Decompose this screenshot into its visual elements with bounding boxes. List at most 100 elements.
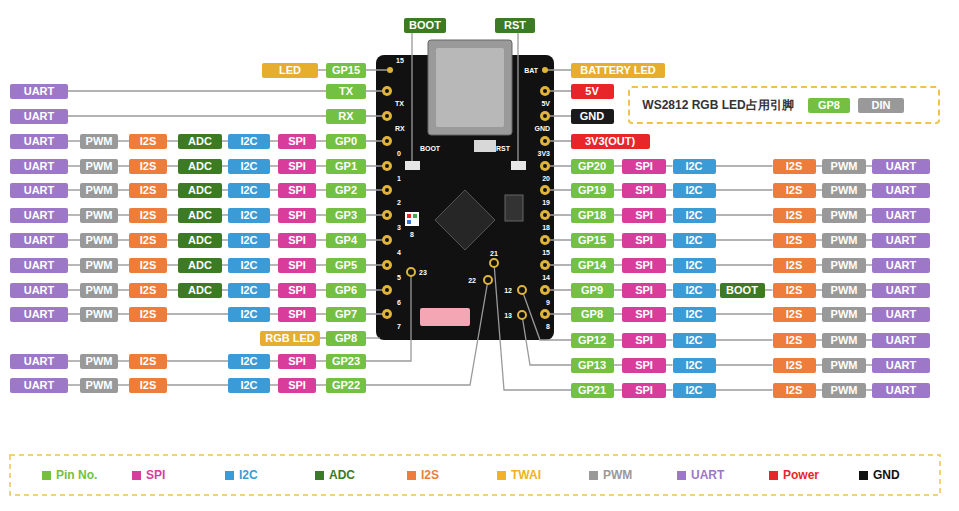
node-text: I2C — [685, 335, 702, 346]
node-text: BATTERY LED — [580, 65, 656, 76]
node-text: SPI — [635, 360, 653, 371]
uart-tag: UART — [10, 307, 68, 322]
i2s-tag: I2S — [129, 354, 167, 369]
signal-line — [316, 239, 326, 240]
pin-pad — [382, 161, 392, 171]
pin-number-tag: GP13 — [571, 358, 614, 373]
node-text: PWM — [86, 356, 113, 367]
node-text: UART — [886, 285, 917, 296]
pwm-tag: PWM — [80, 283, 118, 298]
node-text: SPI — [635, 235, 653, 246]
node-text: GP3 — [335, 210, 357, 221]
signal-line — [716, 389, 773, 390]
i2c-tag: I2C — [673, 283, 716, 298]
node-text: PWM — [831, 360, 858, 371]
node-text: SPI — [635, 260, 653, 271]
function-tag: ADC — [178, 159, 222, 174]
signal-line — [68, 264, 80, 265]
node-text: SPI — [288, 260, 306, 271]
pin-hole — [385, 238, 389, 242]
signal-line — [666, 165, 673, 166]
legend-item: Power — [769, 468, 819, 482]
node-text: GP22 — [332, 380, 360, 391]
signal-line — [167, 384, 228, 385]
node-text: GP8 — [818, 100, 840, 111]
node-text: PWM — [86, 210, 113, 221]
i2s-tag: I2S — [773, 283, 816, 298]
node-text: I2S — [140, 356, 157, 367]
node-text: GP15 — [578, 235, 606, 246]
signal-line — [68, 140, 80, 141]
pin-number-tag: GP12 — [571, 333, 614, 348]
spi-tag: SPI — [278, 159, 316, 174]
legend-item: GND — [859, 468, 900, 482]
legend-swatch — [769, 471, 778, 480]
i2c-tag: I2C — [228, 159, 270, 174]
signal-line — [270, 264, 278, 265]
signal-line — [270, 313, 278, 314]
node-text: SPI — [288, 185, 306, 196]
signal-line — [167, 165, 178, 166]
i2s-tag: I2S — [129, 378, 167, 393]
signal-line — [167, 189, 178, 190]
signal-line — [666, 239, 673, 240]
note-box: WS2812 RGB LED占用引脚GP8DIN — [628, 86, 939, 124]
signal-line — [666, 339, 673, 340]
pin-number-tag: GP14 — [571, 258, 614, 273]
pin-number-tag: GP4 — [326, 233, 366, 248]
node-text: PWM — [831, 385, 858, 396]
spi-tag: SPI — [622, 307, 666, 322]
node-text: GP4 — [335, 235, 357, 246]
signal-line — [68, 90, 326, 91]
spi-tag: SPI — [278, 208, 316, 223]
power-tag: 5V — [571, 84, 614, 99]
signal-line — [118, 264, 129, 265]
node-text: I2C — [240, 136, 257, 147]
regulator-chip — [505, 195, 523, 221]
signal-line — [666, 364, 673, 365]
silkscreen-label: 15 — [396, 57, 404, 64]
node-text: UART — [24, 185, 55, 196]
silkscreen-label: 5 — [397, 274, 401, 281]
pwm-tag: PWM — [80, 183, 118, 198]
signal-line — [118, 384, 129, 385]
node-text: ADC — [188, 136, 212, 147]
node-text: PWM — [86, 136, 113, 147]
node-text: UART — [886, 161, 917, 172]
rgb-led — [405, 212, 419, 226]
legend-text: Pin No. — [56, 469, 97, 481]
inner-pad — [490, 259, 498, 267]
signal-line — [270, 140, 278, 141]
silkscreen-label: 6 — [397, 299, 401, 306]
uart-tag: UART — [872, 233, 930, 248]
node-text: I2S — [140, 235, 157, 246]
node-text: BOOT — [726, 285, 758, 296]
signal-line — [318, 69, 326, 70]
node-text: UART — [886, 335, 917, 346]
node-text: GP1 — [335, 161, 357, 172]
signal-line — [614, 214, 623, 215]
signal-line — [167, 239, 178, 240]
signal-line — [68, 289, 80, 290]
node-text: I2C — [685, 309, 702, 320]
signal-line — [68, 165, 80, 166]
node-text: UART — [24, 111, 55, 122]
node-text: I2S — [140, 309, 157, 320]
node-text: UART — [886, 385, 917, 396]
signal-line — [716, 239, 773, 240]
node-text: ADC — [188, 161, 212, 172]
signal-line — [167, 360, 228, 361]
spi-tag: SPI — [278, 233, 316, 248]
i2s-tag: I2S — [129, 307, 167, 322]
node-text: SPI — [288, 380, 306, 391]
uart-tag: UART — [10, 134, 68, 149]
uart-tag: UART — [10, 183, 68, 198]
spi-tag: SPI — [278, 354, 316, 369]
signal-line — [614, 313, 623, 314]
led-tag: RGB LED — [260, 331, 320, 346]
node-text: I2C — [685, 385, 702, 396]
function-tag: BOOT — [404, 18, 446, 33]
node-text: PWM — [831, 335, 858, 346]
